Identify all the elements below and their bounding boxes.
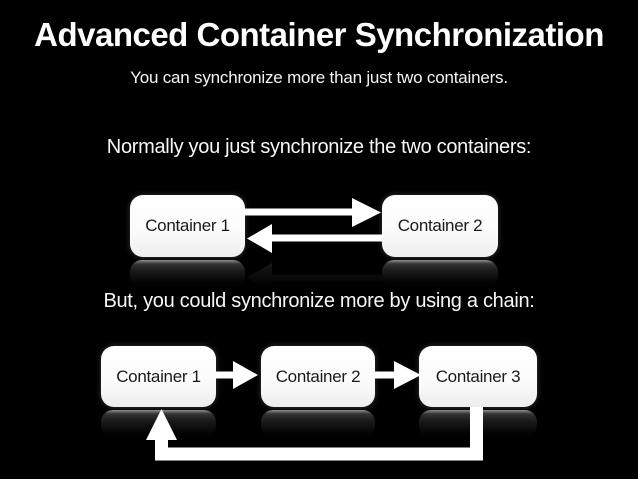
container-1-label: Container 1: [145, 216, 230, 235]
arrow-right-icon: [216, 361, 258, 389]
box-reflection: [382, 260, 498, 288]
container-2-box: Container 2: [261, 346, 375, 407]
container-1-box: Container 1: [130, 195, 245, 257]
arrow-reflection: [0, 411, 638, 437]
container-2-label: Container 2: [275, 366, 361, 386]
container-1-box: Container 1: [101, 346, 216, 407]
container-3-box: Container 3: [419, 346, 537, 407]
arrow-right-icon: [375, 361, 421, 389]
arrow-reflection: [0, 260, 638, 290]
container-1-label: Container 1: [116, 366, 201, 386]
arrow-right-icon: [245, 198, 381, 227]
slide-subtitle: You can synchronize more than just two c…: [130, 68, 508, 87]
container-2-label: Container 2: [397, 216, 483, 235]
container-2-box: Container 2: [382, 195, 498, 257]
slide-title: Advanced Container Synchronization: [34, 16, 604, 53]
box-reflection: [130, 260, 245, 288]
arrow-left-icon: [247, 224, 382, 253]
heading-two-containers: Normally you just synchronize the two co…: [106, 136, 532, 158]
heading-chain: But, you could synchronize more by using…: [103, 290, 535, 312]
container-3-label: Container 3: [435, 366, 521, 386]
